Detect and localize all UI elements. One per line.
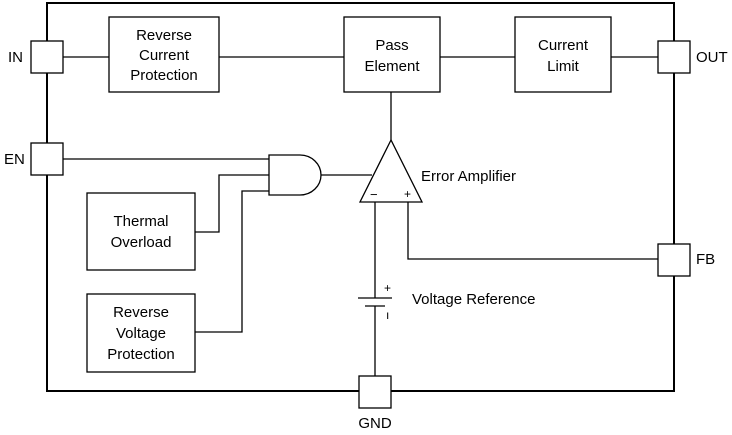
svg-text:Reverse: Reverse xyxy=(136,27,192,44)
and-gate xyxy=(268,154,322,196)
wires xyxy=(63,56,658,376)
svg-text:GND: GND xyxy=(358,415,392,432)
pin-en: EN xyxy=(4,142,64,176)
svg-text:Voltage: Voltage xyxy=(116,325,166,342)
svg-text:Thermal: Thermal xyxy=(113,213,168,230)
svg-text:Element: Element xyxy=(364,58,420,75)
svg-text:Voltage Reference: Voltage Reference xyxy=(412,291,535,308)
pin-out: OUT xyxy=(657,40,728,74)
reverse-current-protection-block: Reverse Current Protection xyxy=(108,16,220,93)
voltage-reference: + ı Voltage Reference xyxy=(358,281,535,322)
svg-text:Overload: Overload xyxy=(111,234,172,251)
svg-text:EN: EN xyxy=(4,151,25,168)
svg-text:Current: Current xyxy=(139,47,190,64)
svg-text:OUT: OUT xyxy=(696,49,728,66)
svg-text:Protection: Protection xyxy=(107,346,175,363)
svg-text:+: + xyxy=(404,187,411,201)
svg-text:ı: ı xyxy=(386,308,389,322)
reverse-voltage-protection-block: Reverse Voltage Protection xyxy=(86,293,196,373)
current-limit-block: Current Limit xyxy=(514,16,612,93)
svg-text:Limit: Limit xyxy=(547,58,580,75)
svg-text:−: − xyxy=(370,187,378,202)
pin-in: IN xyxy=(8,40,64,74)
svg-text:IN: IN xyxy=(8,49,23,66)
svg-text:Current: Current xyxy=(538,37,589,54)
thermal-overload-block: Thermal Overload xyxy=(86,192,196,271)
svg-text:FB: FB xyxy=(696,251,715,268)
svg-text:+: + xyxy=(384,281,391,295)
error-amplifier: − + Error Amplifier xyxy=(358,138,516,203)
pin-gnd: GND xyxy=(358,375,392,432)
pass-element-block: Pass Element xyxy=(343,16,441,93)
svg-text:Error Amplifier: Error Amplifier xyxy=(421,168,516,185)
svg-text:Pass: Pass xyxy=(375,37,408,54)
svg-text:Reverse: Reverse xyxy=(113,304,169,321)
svg-text:Protection: Protection xyxy=(130,67,198,84)
pin-fb: FB xyxy=(657,243,715,277)
